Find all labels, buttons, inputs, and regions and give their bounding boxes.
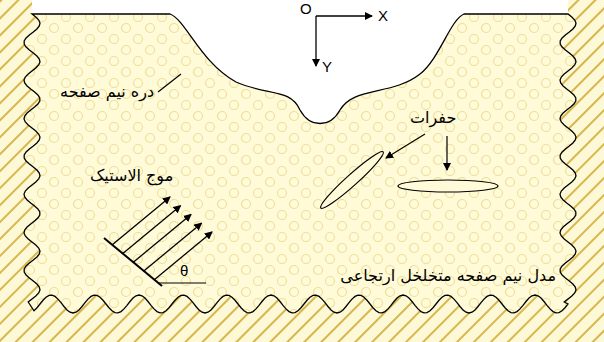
leader-line [446, 136, 447, 170]
origin-label: O [300, 0, 312, 18]
inclined-cavity [317, 148, 387, 212]
canyon-label: دره نیم صفحه [60, 82, 154, 101]
axis-label: Y [322, 58, 332, 76]
wave-label: موج الاستیک [90, 166, 173, 185]
horizontal-reference [158, 282, 206, 283]
leader-line [158, 74, 181, 92]
angle-label: θ [180, 262, 188, 280]
model-label: مدل نیم صفحه متخلخل ارتجاعی [340, 266, 556, 285]
leader-line [386, 134, 425, 158]
cavities-label: حفرات [410, 108, 456, 127]
porous-half-space [24, 14, 576, 313]
axis-label: X [378, 7, 388, 25]
wave-ray [154, 232, 212, 280]
horizontal-cavity [398, 180, 498, 192]
y-axis [315, 16, 316, 66]
x-axis [316, 15, 372, 16]
wave-rays [112, 197, 212, 280]
